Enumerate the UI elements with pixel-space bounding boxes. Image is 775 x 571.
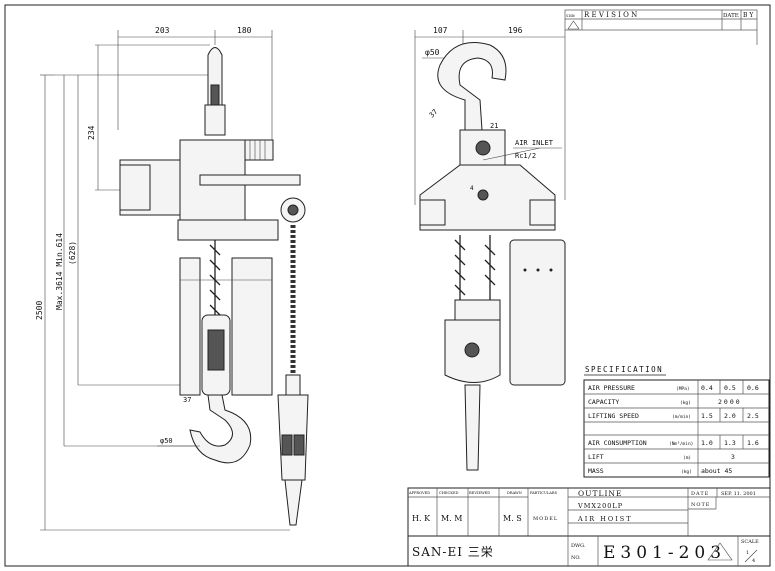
dwg-label: DWG.: [571, 543, 586, 549]
spec-value: 2.5: [747, 412, 759, 420]
pendant-switch: [277, 394, 309, 481]
dim-overall: 2500: [35, 301, 44, 320]
approved-by: H. K: [412, 514, 431, 523]
scale-label: SCALE: [741, 539, 759, 545]
dim-hook-dia-left: φ50: [160, 437, 173, 445]
dim-lift-range: Max.3614 Min.614: [55, 233, 64, 310]
sign-label: SIGN: [566, 14, 574, 18]
air-inlet-label: AIR INLET: [515, 139, 554, 147]
chain-bag-side: [509, 239, 566, 386]
revision-triangle-icon: [567, 20, 580, 30]
note-label: NOTE: [691, 502, 710, 508]
chain-bag-right: [231, 257, 273, 396]
revision-block: SIGN R E V I S I O N DATE B Y: [564, 9, 758, 45]
checked-label: CHECKED: [439, 491, 459, 495]
dim-hook-throat-left: 37: [183, 396, 191, 404]
spec-value: 1.5: [701, 412, 713, 420]
dim-body-height: (628): [68, 241, 77, 265]
dim-hook-height: 234: [87, 125, 96, 140]
dim-width-right-side: 196: [508, 26, 523, 35]
scale-numerator: 1: [746, 550, 749, 556]
particulars-label: PARTICULARS: [530, 491, 558, 495]
load-chain-side: [454, 235, 496, 320]
spec-title: SPECIFICATION: [585, 365, 663, 374]
revision-triangle-icon: [707, 542, 733, 561]
model-value: VMX200LP: [577, 502, 623, 510]
model-label: MODEL: [533, 516, 558, 522]
spec-value: about 45: [701, 467, 732, 475]
dim-width-left-side: 107: [433, 26, 448, 35]
dim-width-left: 203: [155, 26, 170, 35]
spec-unit: (kg): [681, 469, 692, 475]
spec-label: MASS: [588, 467, 604, 475]
company-name: SAN-EI 三栄: [412, 545, 494, 559]
front-view: 203 180 234 (628) Max.3614 Min.614 2500: [35, 26, 309, 531]
dim-hook-dia-right: φ50: [425, 48, 440, 57]
spec-unit: (m/min): [672, 414, 691, 420]
sheet-border: [4, 4, 771, 567]
revision-by-label: B Y: [743, 12, 754, 19]
specification-table: SPECIFICATION AIR PRESSURE (MPa) 0.4 0.5…: [583, 365, 770, 478]
title-block: APPROVED CHECKED REVIEWED DRAWN PARTICUL…: [407, 487, 771, 567]
air-inlet-thread: Rc1/2: [515, 152, 536, 160]
spec-value: 2000: [718, 398, 742, 406]
dim-width-right: 180: [237, 26, 252, 35]
spec-label: AIR CONSUMPTION: [588, 439, 647, 447]
drawing-number: E301-203: [603, 543, 726, 563]
bottom-hook: [189, 394, 252, 464]
reviewed-label: REVIEWED: [469, 491, 490, 495]
spec-value: 1.6: [747, 439, 759, 447]
spec-label: CAPACITY: [588, 398, 619, 406]
dwg-no-label: NO.: [571, 555, 581, 561]
gear-body: [179, 139, 246, 236]
date-label: DATE: [691, 491, 709, 497]
product-name: AIR HOIST: [577, 515, 633, 523]
particulars-value: OUTLINE: [578, 489, 622, 498]
date-value: SEP. 11. 2001: [721, 491, 756, 497]
spec-value: 3: [731, 453, 735, 461]
drawn-by: M. S: [503, 514, 522, 523]
scale-denominator: 4: [752, 558, 755, 564]
spec-value: 2.0: [724, 412, 736, 420]
top-hook-side: [437, 42, 507, 131]
chain-bag-left: [179, 257, 201, 396]
side-view: 107 196 φ50 37 21 AIR INLET Rc1/2 4: [414, 26, 566, 471]
revision-date-label: DATE: [723, 13, 739, 19]
load-chain: [209, 240, 221, 320]
spec-unit: (MPa): [676, 386, 690, 392]
spec-value: 0.4: [701, 384, 713, 392]
spec-label: AIR PRESSURE: [588, 384, 635, 392]
dim-hook-gap: 21: [490, 122, 498, 130]
drawn-label: DRAWN: [507, 491, 522, 495]
spec-unit: (m): [683, 455, 691, 461]
approved-label: APPROVED: [408, 491, 430, 495]
spec-value: 1.0: [701, 439, 713, 447]
revision-title: R E V I S I O N: [584, 11, 637, 19]
spec-label: LIFT: [588, 453, 604, 461]
checked-by: M. M: [441, 514, 462, 523]
spec-value: 0.5: [724, 384, 736, 392]
spec-value: 1.3: [724, 439, 736, 447]
spec-label: LIFTING SPEED: [588, 412, 639, 420]
spec-value: 0.6: [747, 384, 759, 392]
dim-hook-throat-right: 37: [428, 108, 440, 120]
spec-unit: (Nm³/min): [669, 441, 693, 447]
spec-unit: (kg): [680, 400, 691, 406]
dim-offset: 4: [470, 185, 474, 192]
